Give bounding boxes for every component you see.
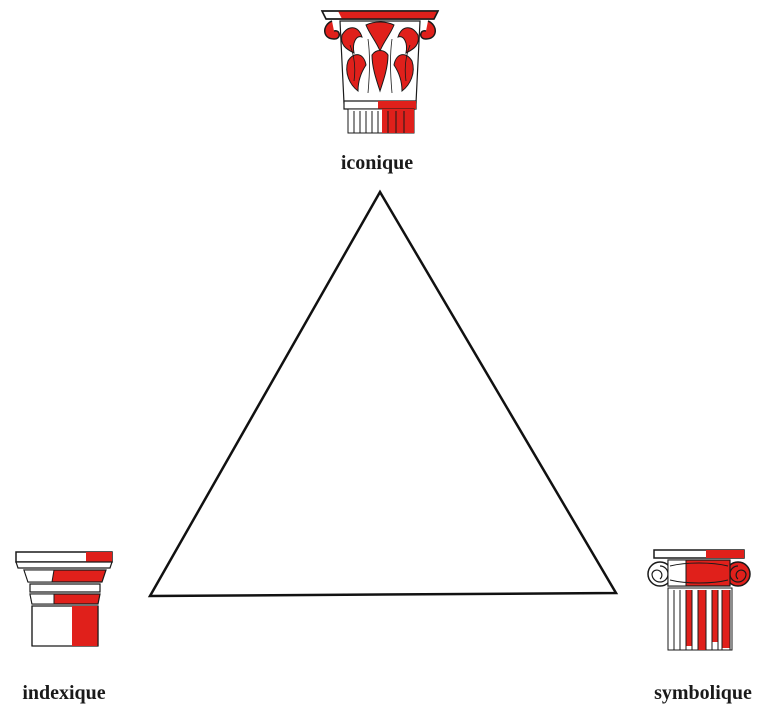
ionic-capital-icon — [646, 546, 752, 652]
vertex-label-left: indexique — [22, 682, 106, 704]
vertex-label-top: iconique — [340, 152, 414, 174]
tuscan-capital-icon — [14, 548, 114, 648]
vertex-label-right: symbolique — [654, 682, 752, 704]
corinthian-capital-icon — [318, 5, 442, 135]
triangle-outline — [147, 189, 619, 598]
